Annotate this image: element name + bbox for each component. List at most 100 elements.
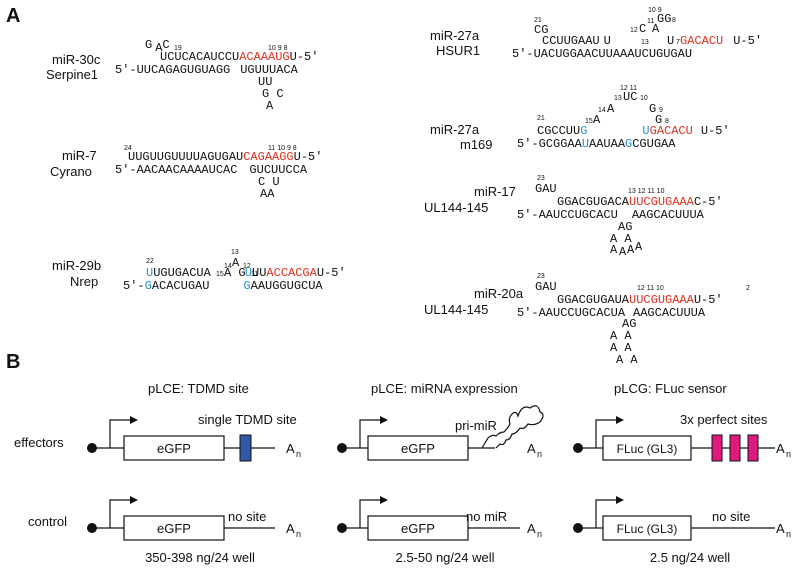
col1-amount: 350-398 ng/24 well <box>145 550 255 565</box>
svg-text:22: 22 <box>146 258 154 265</box>
svg-text:G: G <box>655 113 662 127</box>
perfect-site-box <box>729 434 741 462</box>
svg-text:GGACGUGACAUUCGUGAAAC-5′: GGACGUGACAUUCGUGAAAC-5′ <box>557 195 723 209</box>
mirna-name: miR-27a <box>430 28 480 43</box>
mirna-name: miR-20a <box>474 286 524 301</box>
polyA: A <box>776 521 785 536</box>
polyA-sub: n <box>296 449 301 459</box>
construct-col2-control: eGFP no miR A n <box>337 496 542 541</box>
target-name: HSUR1 <box>436 43 480 58</box>
svg-text:13: 13 <box>614 95 622 102</box>
svg-text:A A: A A <box>610 341 632 355</box>
transcription-arrow-icon <box>130 496 138 504</box>
row-label-effectors: effectors <box>14 435 64 450</box>
svg-text:8: 8 <box>672 17 676 24</box>
svg-text:A: A <box>593 113 601 127</box>
feature-label: single TDMD site <box>198 412 297 427</box>
col3-amount: 2.5 ng/24 well <box>650 550 730 565</box>
svg-text:CG: CG <box>534 23 548 37</box>
svg-text:12 11 10: 12 11 10 <box>637 285 664 292</box>
row-label-control: control <box>28 514 67 529</box>
duplex-mir20a-ul144: miR-20a UL144-145 23 GAU 12 11 10 2 GGAC… <box>424 273 750 367</box>
promoter-dot <box>87 523 97 533</box>
svg-text:14: 14 <box>224 263 232 270</box>
polyA: A <box>286 521 295 536</box>
mirna-name: miR-30c <box>52 52 101 67</box>
target-name: UL144-145 <box>424 200 488 215</box>
polyA: A <box>776 441 785 456</box>
construct-col1-effector: eGFP single TDMD site A n <box>87 412 301 462</box>
gene-box <box>367 515 469 541</box>
svg-text:A: A <box>652 22 660 36</box>
col2-title: pLCE: miRNA expression <box>371 381 518 396</box>
svg-text:UU: UU <box>258 75 272 89</box>
svg-text:24: 24 <box>124 145 132 152</box>
transcription-arrow-icon <box>616 416 624 424</box>
col2-amount: 2.5-50 ng/24 well <box>395 550 494 565</box>
svg-text:15: 15 <box>216 271 224 278</box>
svg-text:23: 23 <box>537 273 545 280</box>
svg-text:G: G <box>649 102 656 116</box>
svg-text:C: C <box>639 22 646 36</box>
svg-text:9: 9 <box>659 107 663 114</box>
promoter-dot <box>337 443 347 453</box>
svg-text:A: A <box>266 99 274 113</box>
svg-text:UUGUUGUUUUAGUGAUCAGAAGGU-5′: UUGUUGUUUUAGUGAUCAGAAGGU-5′ <box>128 150 322 164</box>
construct-col1-control: eGFP no site A n <box>87 496 301 541</box>
target-name: Nrep <box>70 274 98 289</box>
duplex-mir7-cyrano: miR-7 Cyrano 24 11 10 9 8 UUGUUGUUUUAGUG… <box>50 145 322 201</box>
control-note: no site <box>228 509 266 524</box>
gene-label: eGFP <box>401 521 435 536</box>
mirna-name: miR-7 <box>62 148 97 163</box>
gene-label: eGFP <box>157 521 191 536</box>
polyA-sub: n <box>786 449 791 459</box>
transcription-arrow-icon <box>380 496 388 504</box>
panel-a-label: A <box>6 5 20 27</box>
svg-text:21: 21 <box>537 115 545 122</box>
svg-text:A A: A A <box>616 353 638 367</box>
mirna-name: miR-27a <box>430 122 480 137</box>
svg-text:AA: AA <box>260 187 275 201</box>
panel-b-label: B <box>6 351 20 373</box>
construct-col2-effector: eGFP pri-miR A n <box>337 405 544 461</box>
svg-text:11: 11 <box>251 271 258 278</box>
svg-text:11: 11 <box>647 18 654 25</box>
svg-text:U: U <box>667 34 674 48</box>
svg-text:A A: A A <box>610 329 632 343</box>
svg-text:21: 21 <box>534 17 542 24</box>
gene-box <box>123 515 225 541</box>
promoter-dot <box>87 443 97 453</box>
svg-text:5′-GCGGAAUAAUAAGCGUGAA: 5′-GCGGAAUAAUAAGCGUGAA <box>517 137 676 151</box>
polyA: A <box>527 521 536 536</box>
promoter-dot <box>573 523 583 533</box>
feature-label: pri-miR <box>455 418 497 433</box>
target-name: m169 <box>460 137 493 152</box>
target-name: UL144-145 <box>424 302 488 317</box>
svg-text:AG: AG <box>622 317 636 331</box>
svg-text:A: A <box>627 243 635 257</box>
gene-label: eGFP <box>401 441 435 456</box>
target-name: Cyrano <box>50 164 92 179</box>
svg-text:C U: C U <box>258 175 280 189</box>
polyA-sub: n <box>296 529 301 539</box>
transcription-arrow-icon <box>130 416 138 424</box>
feature-label: 3x perfect sites <box>680 412 768 427</box>
svg-text:A: A <box>607 102 615 116</box>
svg-text:UCUCACAUCCUACAAAUGU-5′: UCUCACAUCCUACAAAUGU-5′ <box>160 50 318 64</box>
svg-text:10 9: 10 9 <box>648 7 662 14</box>
col3-title: pLCG: FLuc sensor <box>614 381 727 396</box>
svg-text:11 10 9 8: 11 10 9 8 <box>268 145 297 152</box>
mirna-name: miR-29b <box>52 258 101 273</box>
svg-text:GAU: GAU <box>535 182 557 196</box>
polyA-sub: n <box>537 529 542 539</box>
svg-text:AG: AG <box>618 220 632 234</box>
svg-text:A: A <box>610 243 618 257</box>
